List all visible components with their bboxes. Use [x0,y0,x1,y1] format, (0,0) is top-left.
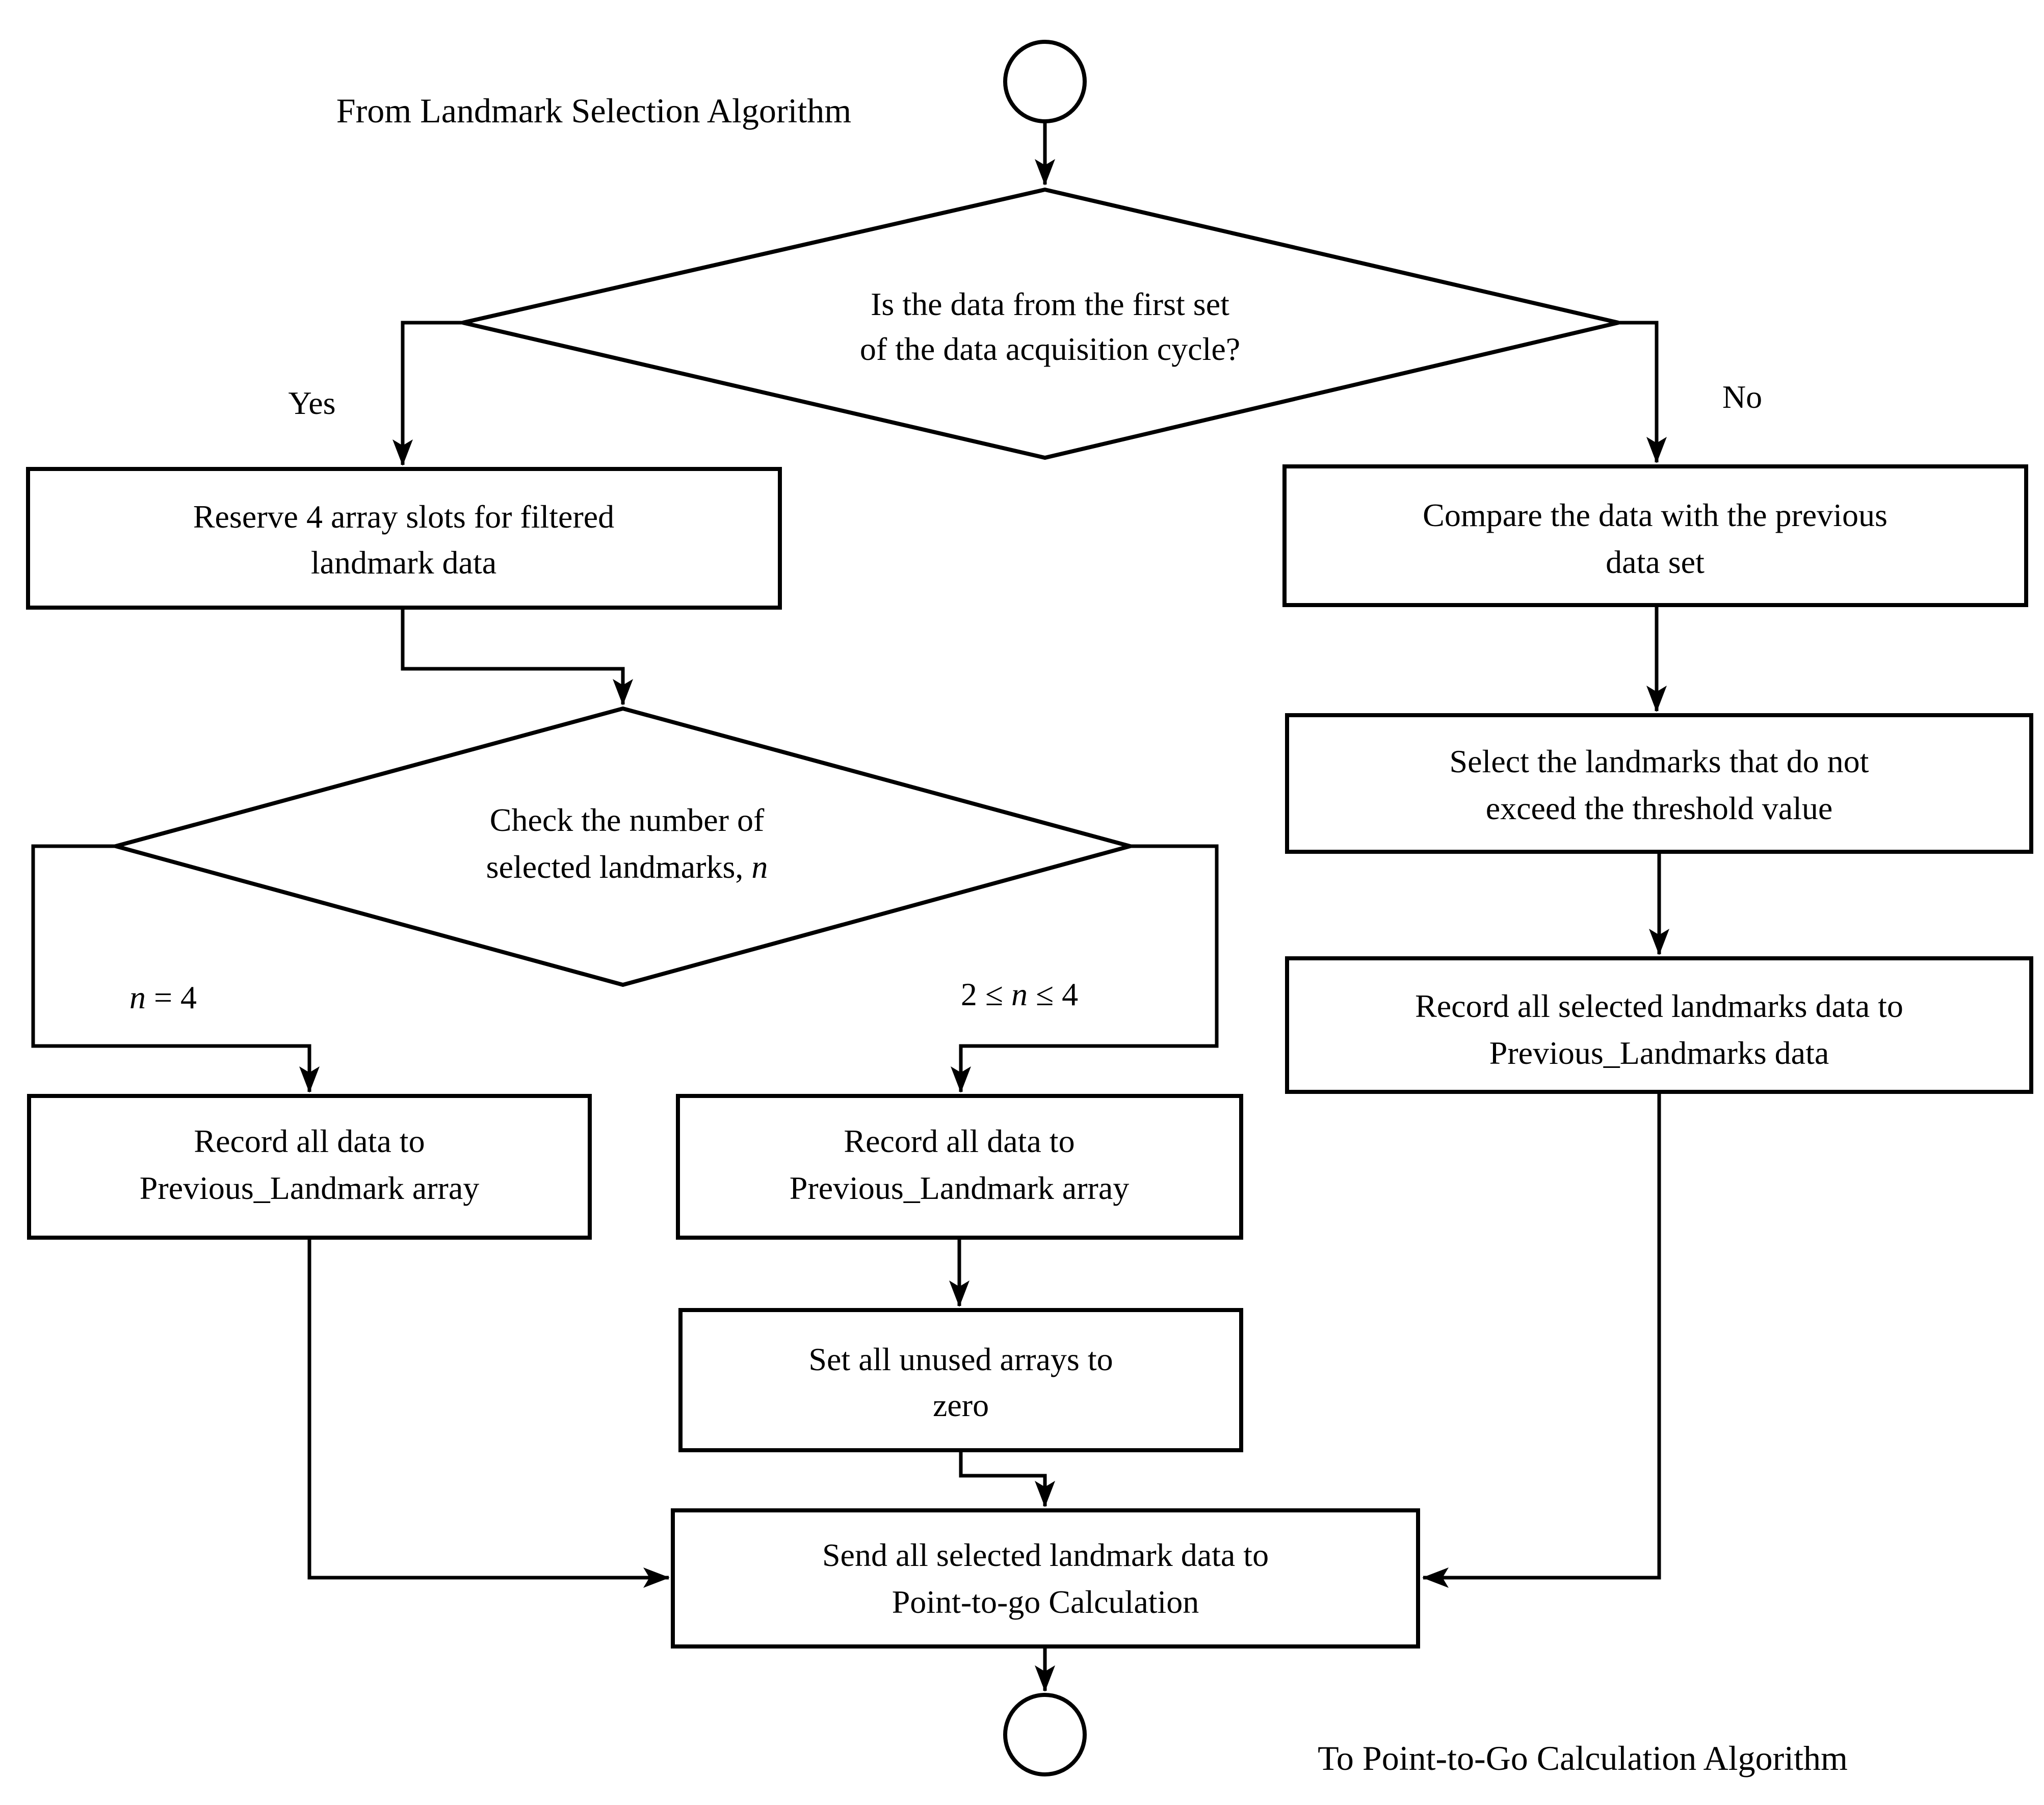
record-mid-line1: Record all data to [844,1123,1075,1159]
record-left-line1: Record all data to [194,1123,425,1159]
start-terminal-circle [1003,40,1087,123]
first-set-decision-diamond [462,187,1619,460]
edge-no [1618,321,1667,463]
first-set-decision-line1: Is the data from the first set [871,286,1229,322]
count-decision-line1: Check the number of [490,802,765,838]
record-right-line1: Record all selected landmarks data to [1415,988,1903,1024]
record-previous-landmark-mid-box [676,1094,1243,1240]
record-right-line2: Previous_Landmarks data [1489,1035,1829,1071]
from-algorithm-label: From Landmark Selection Algorithm [336,91,851,130]
count-decision-diamond [108,706,1138,987]
set-unused-zero-box [678,1308,1243,1452]
compare-previous-box [1282,464,2028,607]
edge-yes [392,321,463,466]
edge-yes-label: Yes [288,385,335,421]
first-set-decision-line2: of the data acquisition cycle? [860,331,1240,367]
record-left-line2: Previous_Landmark array [140,1170,479,1206]
record-mid-line2: Previous_Landmark array [790,1170,1129,1206]
reserve-slots-line2: landmark data [311,544,496,581]
reserve-slots-line1: Reserve 4 array slots for filtered [193,499,614,535]
end-terminal-circle [1003,1693,1087,1776]
send-point-to-go-box [671,1508,1420,1649]
select-line1: Select the landmarks that do not [1450,743,1869,779]
compare-line1: Compare the data with the previous [1423,497,1888,533]
record-previous-landmark-left-box [27,1094,592,1240]
set-zero-line1: Set all unused arrays to [808,1341,1113,1377]
edge-record-right-to-send [1422,1092,1661,1588]
edge-n-equals-4 [31,844,320,1093]
n-equals-4-label: n = 4 [129,979,197,1015]
edge-reserve-to-count-decision [401,608,633,705]
edge-record-left-to-send [307,1238,670,1588]
send-line2: Point-to-go Calculation [892,1584,1199,1620]
to-algorithm-label: To Point-to-Go Calculation Algorithm [1318,1739,1848,1777]
set-zero-line2: zero [933,1387,989,1423]
count-decision-line2: selected landmarks, n [486,849,768,885]
compare-line2: data set [1606,544,1705,580]
reserve-slots-box [26,467,782,610]
n-range-label: 2 ≤ n ≤ 4 [961,976,1078,1012]
edge-n-range [951,844,1219,1093]
edge-no-label: No [1722,379,1762,415]
send-line1: Send all selected landmark data to [822,1537,1269,1573]
record-selected-landmarks-box [1285,956,2033,1094]
select-threshold-box [1285,713,2033,854]
select-line2: exceed the threshold value [1486,790,1833,826]
edge-set-zero-to-send [959,1450,1055,1507]
